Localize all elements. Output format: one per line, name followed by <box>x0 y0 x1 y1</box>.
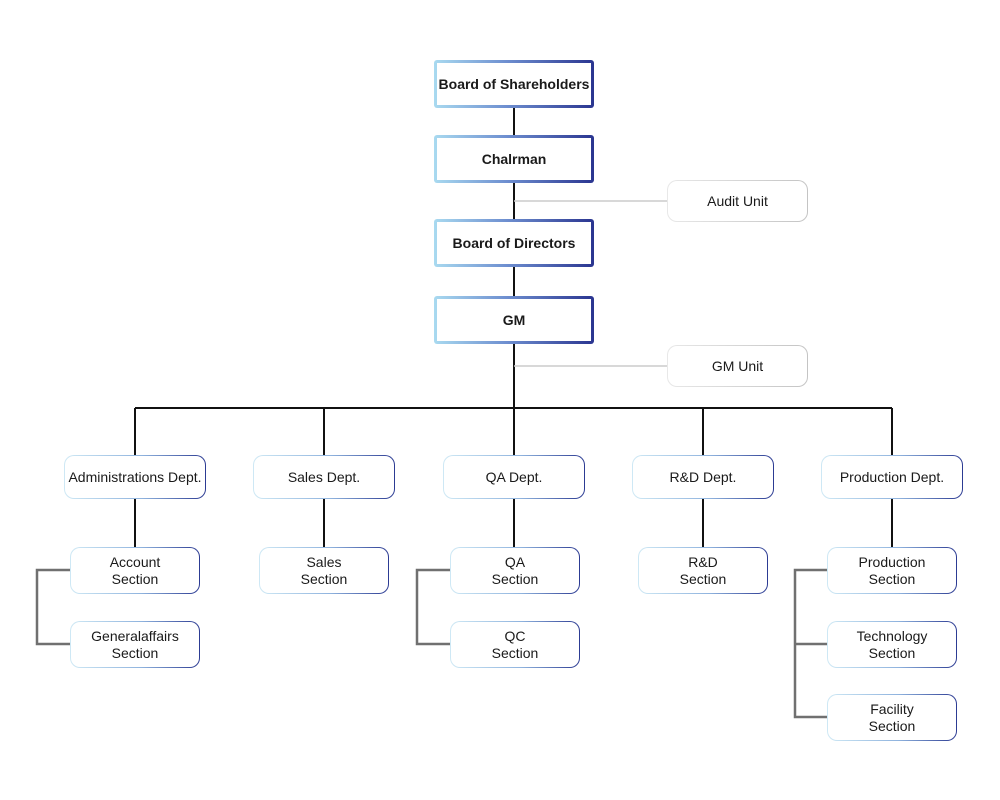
generalaffairs-section-box: Generalaffairs Section <box>70 621 200 668</box>
qa-section-bracket <box>415 568 450 646</box>
chairman-box: Chalrman <box>434 135 594 183</box>
qa-section-box: QA Section <box>450 547 580 594</box>
board-of-directors-label: Board of Directors <box>437 222 591 264</box>
sales-section-box: Sales Section <box>259 547 389 594</box>
gm-box: GM <box>434 296 594 344</box>
production-dept-box: Production Dept. <box>821 455 963 499</box>
admin-section-bracket <box>35 568 70 646</box>
facility-section-box: Facility Section <box>827 694 957 741</box>
gm-label: GM <box>437 299 591 341</box>
production-section-box: Production Section <box>827 547 957 594</box>
gm-unit-box: GM Unit <box>667 345 808 387</box>
administrations-dept-box: Administrations Dept. <box>64 455 206 499</box>
qc-section-box: QC Section <box>450 621 580 668</box>
qa-dept-box: QA Dept. <box>443 455 585 499</box>
account-section-box: Account Section <box>70 547 200 594</box>
board-of-shareholders-label: Board of Shareholders <box>437 63 591 105</box>
technology-section-box: Technology Section <box>827 621 957 668</box>
rd-dept-box: R&D Dept. <box>632 455 774 499</box>
board-of-directors-box: Board of Directors <box>434 219 594 267</box>
chairman-label: Chalrman <box>437 138 591 180</box>
rd-section-box: R&D Section <box>638 547 768 594</box>
board-of-shareholders-box: Board of Shareholders <box>434 60 594 108</box>
audit-unit-box: Audit Unit <box>667 180 808 222</box>
sales-dept-box: Sales Dept. <box>253 455 395 499</box>
